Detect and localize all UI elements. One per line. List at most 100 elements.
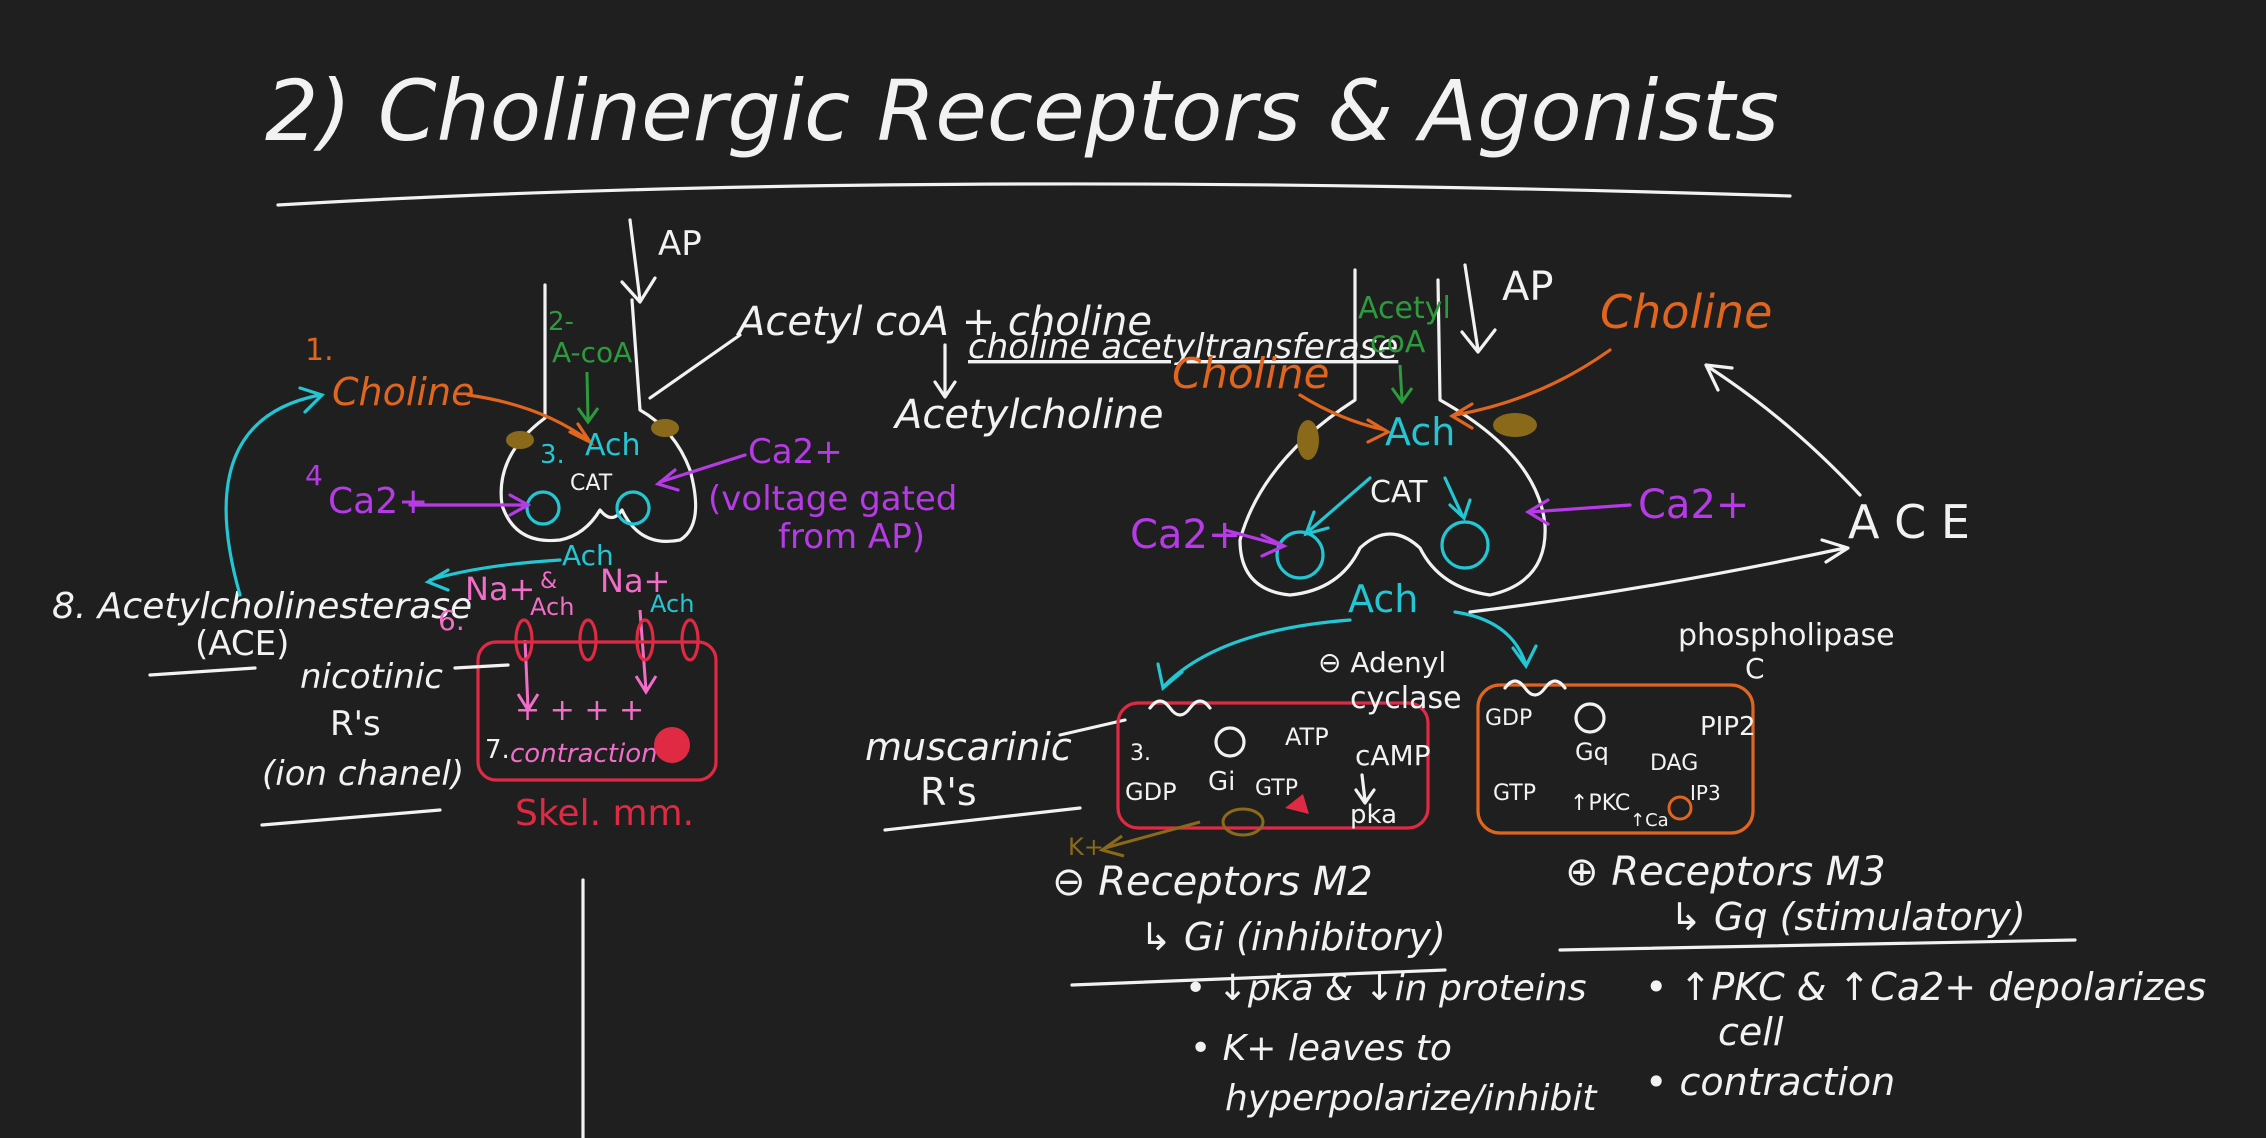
left-nicotinic-2: R's: [330, 704, 381, 744]
m3-gdp: GDP: [1485, 706, 1532, 731]
m3-gq: Gq: [1575, 738, 1609, 766]
right-ache-recycle-arrow: [1704, 363, 1862, 497]
sarcomere-icon: [654, 727, 690, 763]
left-synapse: AP 1. Choline 2- A-coA 3. Ach CAT 4 Ca2+…: [52, 218, 957, 834]
right-transporter-2: [1493, 413, 1537, 437]
m3-bullet-1b: cell: [1718, 1010, 1784, 1054]
left-ap-arrow: [620, 218, 657, 304]
m3-bullet-2: • contraction: [1645, 1060, 1895, 1104]
left-nerve-terminal: [499, 283, 698, 543]
m3-underline: [1558, 938, 2077, 952]
m2-inhibit-mark: [1285, 794, 1309, 814]
reaction-reactants: Acetyl coA + choline: [735, 299, 1152, 345]
m3-pkc: ↑PKC: [1570, 791, 1630, 816]
left-contraction: contraction: [510, 739, 658, 769]
left-ca-arrow: [408, 493, 532, 517]
right-ca-right: Ca2+: [1638, 482, 1749, 528]
left-choline-arrow: [466, 393, 595, 447]
left-ca-right-arrow: [654, 453, 747, 492]
right-cat-arrow-1: [1303, 476, 1372, 537]
left-step6: 6.: [438, 604, 465, 637]
right-muscarinic-pointer: [1058, 718, 1127, 737]
left-ach-top: Ach: [585, 428, 641, 463]
left-step4: 4: [305, 459, 323, 492]
left-cat: CAT: [570, 471, 613, 496]
left-voltage-2: from AP): [778, 517, 925, 557]
left-nicotinic-underline: [260, 808, 442, 827]
right-acetyl-1: Acetyl: [1358, 291, 1451, 326]
m3-title: ⊕ Receptors M3: [1565, 849, 1886, 895]
m3-receptor-box: phospholipase C GDP Gq GTP PIP2 DAG IP3 …: [1476, 618, 1895, 835]
right-cat-arrow-2: [1443, 476, 1472, 521]
left-transporter-2: [651, 419, 679, 437]
right-ca-left: Ca2+: [1130, 512, 1241, 558]
m2-atp: ATP: [1285, 723, 1329, 751]
m2-gtp: GTP: [1255, 776, 1298, 801]
right-ach-m3-arrow: [1453, 610, 1538, 670]
right-acetyl-2: coA: [1370, 325, 1426, 360]
m3-dag: DAG: [1650, 751, 1698, 776]
left-ache-1: 8. Acetylcholinesterase: [52, 586, 472, 627]
left-voltage-1: (voltage gated: [708, 479, 957, 519]
right-ca-right-arrow: [1524, 498, 1632, 526]
left-ach-release: Ach: [562, 539, 614, 572]
right-ache-inbound-arrow: [1468, 538, 1850, 614]
synthesis-reaction: Acetyl coA + choline choline acetyltrans…: [648, 299, 1398, 438]
right-acetyl-arrow: [1390, 364, 1414, 405]
left-step2: 2-: [548, 307, 574, 337]
m3-gtp: GTP: [1493, 781, 1536, 806]
nicotinic-channel-2: [578, 618, 598, 662]
m2-title: ⊖ Receptors M2: [1052, 859, 1373, 905]
m3-g-protein: [1574, 702, 1606, 734]
m3-ca: ↑Ca: [1630, 810, 1669, 831]
left-transporter: [506, 431, 534, 449]
right-ach-release: Ach: [1348, 577, 1418, 621]
right-ca-left-arrow: [1223, 528, 1288, 558]
right-synapse: AP Acetyl coA Choline Choline Ach CAT Ca…: [865, 263, 2206, 1119]
left-step1: 1.: [305, 333, 334, 368]
m3-er-icon: [1667, 795, 1693, 821]
m3-pip2: PIP2: [1700, 712, 1756, 742]
title-underline: [276, 182, 1792, 207]
m2-subtitle: ↳ Gi (inhibitory): [1140, 915, 1446, 959]
left-ap-label: AP: [658, 224, 702, 264]
left-na-1: Na+: [465, 570, 535, 608]
left-nicotinic-1: nicotinic: [300, 657, 443, 697]
right-cat: CAT: [1370, 475, 1428, 510]
left-nicotinic-3: (ion chanel): [262, 754, 464, 794]
m2-receptor-squiggle: [1148, 699, 1212, 717]
m3-subtitle: ↳ Gq (stimulatory): [1670, 895, 2026, 939]
m2-k: K+: [1068, 833, 1104, 861]
left-ache-2: (ACE): [195, 624, 289, 664]
left-ach-to-ache-arrow: [424, 558, 562, 592]
nicotinic-channel-1: [514, 618, 534, 662]
right-ach-m2-arrow: [1156, 618, 1352, 691]
left-amp: &: [540, 569, 557, 594]
m2-adenyl: ⊖ Adenyl: [1318, 646, 1446, 679]
m2-gi: Gi: [1208, 767, 1235, 797]
left-plus-signs: + + + +: [515, 693, 644, 728]
left-ach-small: Ach: [530, 593, 574, 621]
m2-bullet-2a: • K+ leaves to: [1190, 1028, 1452, 1069]
m3-box-outline: [1476, 683, 1755, 835]
right-ach-top: Ach: [1385, 410, 1455, 454]
left-na-2: Na+: [600, 562, 670, 600]
reaction-product: Acetylcholine: [892, 392, 1163, 438]
m2-g-protein: [1214, 726, 1246, 758]
left-ache-underline: [148, 666, 257, 677]
left-skel-label: Skel. mm.: [515, 793, 694, 834]
left-choline: Choline: [332, 370, 474, 414]
right-muscarinic-underline: [883, 806, 1082, 832]
nicotinic-channel-3: [635, 618, 655, 662]
m3-bullet-1a: • ↑PKC & ↑Ca2+ depolarizes: [1645, 965, 2206, 1009]
left-step7: 7.: [485, 735, 510, 765]
left-ca-right: Ca2+: [748, 432, 843, 472]
m2-camp: cAMP: [1355, 739, 1431, 772]
right-choline-left-arrow: [1298, 393, 1392, 444]
right-vesicle-1: [1275, 530, 1325, 580]
right-vesicle-2: [1440, 520, 1490, 570]
left-nicotinic-pointer: [453, 663, 510, 670]
right-choline-right-arrow: [1448, 348, 1612, 430]
m2-receptor-box: ⊖ Adenyl cyclase 3. GDP Gi GTP ATP cAMP …: [1068, 646, 1462, 861]
